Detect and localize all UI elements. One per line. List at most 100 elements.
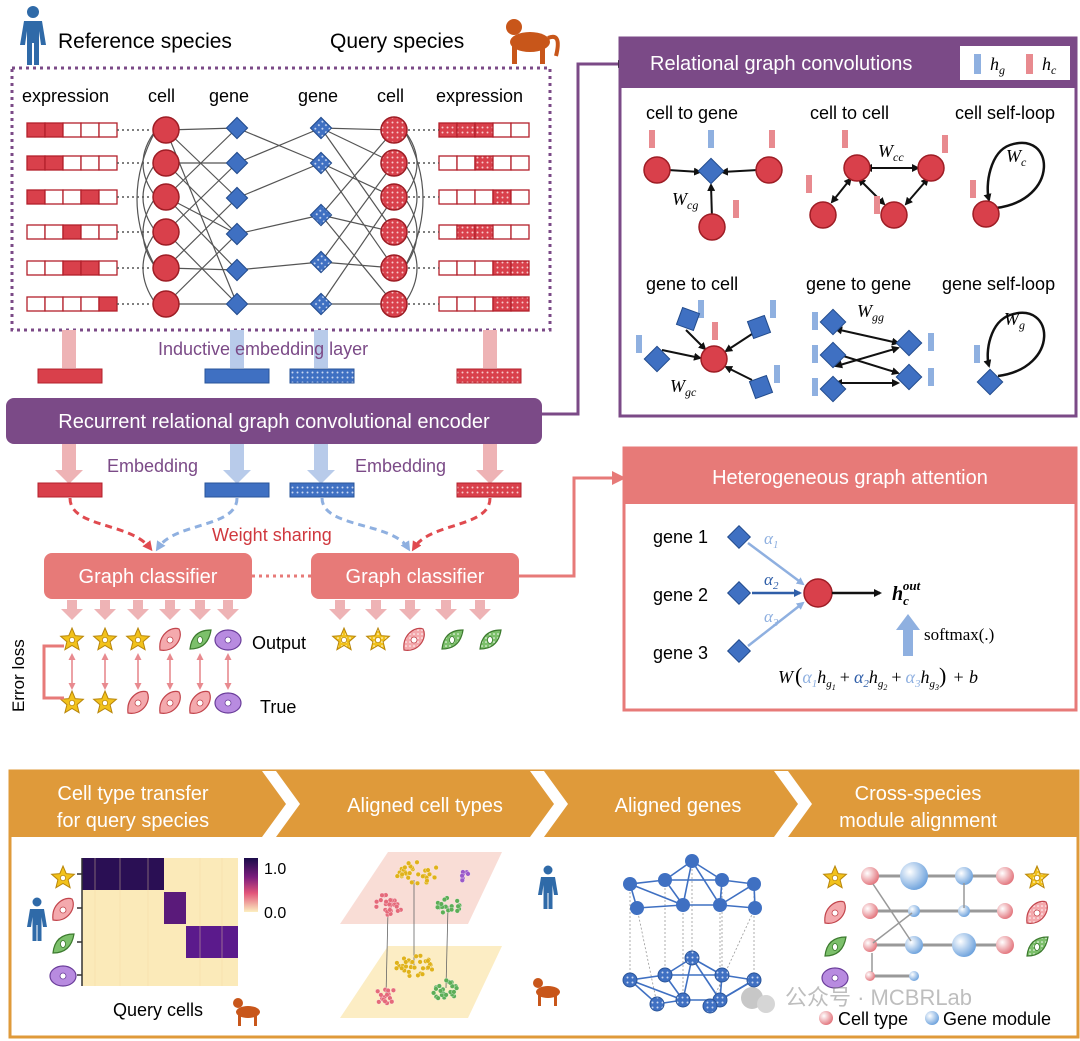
cell-point	[378, 992, 384, 998]
cell-point	[443, 977, 449, 983]
module-alignment	[49, 862, 1050, 989]
cell-point	[378, 897, 384, 903]
output-label: Output	[252, 633, 306, 653]
expression-cell	[62, 296, 82, 312]
graph-classifier-left	[44, 553, 252, 599]
star-cell-icon-nucleus	[374, 636, 382, 644]
expression-cell	[474, 155, 494, 171]
expression-cell	[438, 296, 458, 312]
cell-point	[427, 871, 432, 877]
expression-cell	[26, 224, 46, 240]
expression-cell	[510, 296, 530, 312]
h-out: hcout	[892, 578, 921, 608]
col-cell-right: cell	[377, 86, 404, 106]
cell-clusters	[373, 859, 471, 1006]
human-icon	[20, 6, 46, 65]
edge-cell-gene	[165, 233, 238, 305]
reference-species-label: Reference species	[58, 30, 232, 53]
pink-cell-icon-nucleus	[134, 699, 142, 707]
expression-cell	[44, 189, 64, 205]
error-loss-bracket	[42, 644, 64, 700]
cell-point	[438, 988, 444, 994]
edge-gene-gene	[236, 127, 322, 164]
input-graph-box	[10, 66, 552, 332]
gene-node	[726, 524, 752, 550]
query-gene-node	[714, 967, 730, 983]
cell-point	[417, 959, 423, 965]
w-cg: Wcg	[672, 189, 698, 212]
expression-cell	[492, 296, 512, 312]
edge-cell-gene	[165, 162, 238, 235]
embedding-bar	[204, 482, 270, 498]
output-arrow-head	[469, 609, 491, 620]
output-arrow-head	[94, 609, 116, 620]
w-g: Wg	[1004, 309, 1025, 332]
star-cell-icon-nucleus	[101, 636, 109, 644]
cell-point	[382, 998, 388, 1004]
dashed-flow	[411, 497, 492, 552]
col-gene-left: gene	[209, 86, 249, 106]
module-link	[872, 883, 912, 942]
reference-gene-node	[676, 898, 690, 912]
cell-point	[387, 897, 393, 903]
rgc-panel-label: gene to gene	[806, 274, 911, 294]
cell-point	[435, 904, 441, 910]
pipeline: Reference species Query species expressi…	[6, 6, 560, 717]
query-cell-node	[380, 149, 408, 177]
col-expression-right: expression	[436, 86, 523, 106]
softmax-label: softmax(.)	[924, 625, 994, 644]
step-chevron	[530, 771, 568, 837]
aligned-gene-network	[622, 854, 762, 1014]
w-cc: Wcc	[878, 141, 904, 164]
expression-cell	[80, 224, 100, 240]
flow-arrowhead	[55, 470, 83, 484]
query-gene-node	[309, 292, 333, 316]
output-arrow-shaft	[441, 600, 451, 610]
col-expression-left: expression	[22, 86, 109, 106]
expression-cell	[492, 189, 512, 205]
star-cell-icon-nucleus	[831, 874, 839, 882]
edge-cell-gene	[320, 162, 395, 269]
embedding-bar-ref-cell	[37, 368, 103, 384]
watermark: 公众号 · MCBRLab	[741, 985, 972, 1013]
star-cell-icon-nucleus	[68, 636, 76, 644]
output-arrow-shaft	[67, 600, 77, 610]
expression-cell	[474, 189, 494, 205]
cell-point	[394, 965, 399, 971]
graph-classifier-right	[311, 553, 519, 599]
output-arrow-shaft	[100, 600, 110, 610]
reference-cell-node	[152, 254, 180, 282]
embedding-bar	[289, 482, 355, 498]
edge-cell-gene	[320, 129, 395, 216]
legend-hc-swatch	[1026, 54, 1033, 74]
gene-edge	[682, 860, 693, 906]
gene-module-sphere	[900, 862, 928, 890]
cell-point	[399, 871, 405, 877]
query-gene-node	[684, 950, 700, 966]
gene-module-sphere	[955, 867, 973, 885]
star-cell-icon-nucleus	[101, 699, 109, 707]
edge-cell-gene	[320, 127, 395, 233]
edge-cell-gene	[165, 162, 238, 233]
flow-band	[314, 444, 328, 472]
star-cell-icon-nucleus	[134, 636, 142, 644]
embedding-bar-query-gene	[289, 368, 355, 384]
reference-gene-node	[685, 854, 699, 868]
gene-3-label: gene 3	[653, 643, 708, 663]
pink-cell-icon-nucleus	[410, 636, 418, 644]
green-cell-icon-nucleus	[197, 636, 203, 644]
human-icon	[27, 897, 47, 941]
cell-point	[406, 969, 412, 975]
output-arrow-shaft	[195, 600, 205, 610]
gene-1-label: gene 1	[653, 527, 708, 547]
reference-gene-node	[630, 901, 644, 915]
target-cell-node	[803, 578, 833, 608]
query-gene-node	[657, 967, 673, 983]
edge-cell-cell	[403, 129, 424, 269]
edge-gene-gene	[236, 261, 322, 271]
edge-cell-cell	[136, 129, 157, 269]
cell-point	[373, 904, 379, 910]
cell-type-sphere	[996, 936, 1014, 954]
rgc-panel-border	[618, 36, 1078, 418]
cell-point	[413, 953, 419, 959]
